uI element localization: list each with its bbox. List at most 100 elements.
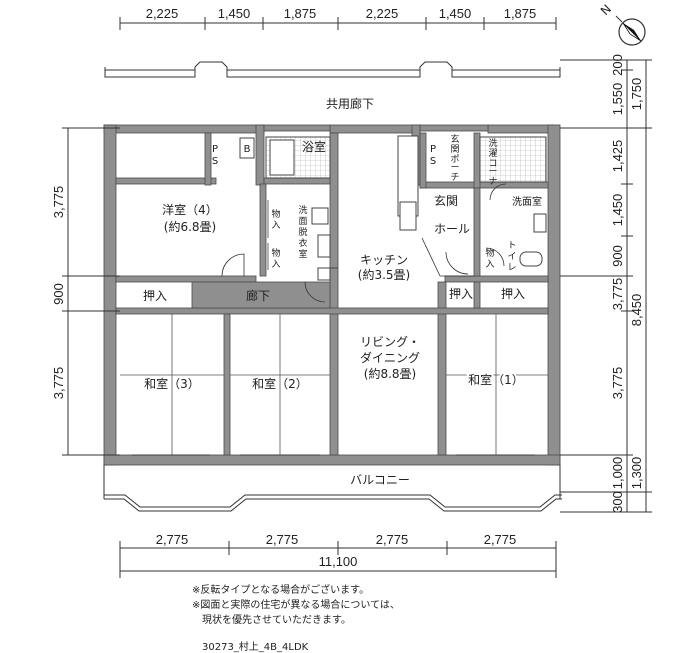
svg-text:ポ: ポ [450, 154, 459, 165]
bathtub [269, 139, 295, 176]
svg-text:物: 物 [485, 247, 494, 259]
kitchen-label: キッチン [360, 253, 408, 267]
b-box-label: B [244, 144, 251, 155]
sink-left [311, 207, 329, 225]
left-dim-1: 3,775 [51, 186, 66, 219]
right-outer-dim-3: 1,300 [629, 457, 644, 490]
living-size: (約8.8畳) [364, 366, 416, 381]
top-dim-6: 1,875 [504, 6, 537, 21]
laundry-corner-label: 洗 濯 コ ー ナ [488, 137, 497, 187]
balcony-rail [103, 465, 562, 512]
top-dim-1: 2,225 [146, 6, 179, 21]
western-room-label: 洋室（4） [162, 202, 218, 217]
top-dim-5: 1,450 [439, 6, 472, 21]
right-outer-dim-2: 8,450 [629, 294, 644, 327]
right-dim-2: 1,550 [610, 83, 625, 116]
right-dim-3: 1,425 [610, 140, 625, 173]
western-room-size: (約6.8畳) [164, 219, 216, 234]
hall-label: ホール [434, 222, 470, 236]
plan-code: 30273_村上_4B_4LDK [202, 642, 309, 653]
left-dimensions: 3,775 900 3,775 [51, 127, 120, 456]
right-dim-4: 1,450 [610, 194, 625, 227]
right-dim-5: 900 [610, 245, 625, 267]
svg-text:面: 面 [298, 216, 307, 227]
svg-text:入: 入 [271, 259, 280, 270]
svg-text:入: 入 [485, 259, 494, 270]
bath-label: 浴室 [302, 139, 326, 154]
entrance-label: 玄関 [434, 193, 458, 208]
washer-left [317, 234, 331, 258]
top-dim-3: 1,875 [284, 6, 317, 21]
laundry-tiles [479, 136, 547, 183]
storage-a-label: 物 入 [271, 208, 280, 231]
jroom-3-label: 和室（3） [144, 376, 200, 391]
svg-text:ナ: ナ [488, 176, 497, 187]
jroom-1-label: 和室（1） [468, 372, 524, 387]
bottom-dim-4: 2,775 [484, 532, 517, 547]
toilet-bowl [519, 251, 543, 267]
balcony-label: バルコニー [350, 473, 410, 487]
right-dim-9: 300 [610, 491, 625, 513]
right-dimensions: 200 1,550 1,425 1,450 900 3,775 3,775 1,… [560, 54, 652, 513]
corridor-handrail [104, 61, 561, 78]
bottom-dim-2: 2,775 [266, 532, 299, 547]
svg-text:脱: 脱 [298, 226, 307, 238]
tatami-lines [120, 314, 548, 455]
left-dim-2: 900 [51, 283, 66, 305]
right-dim-7: 3,775 [610, 367, 625, 400]
svg-text:ー: ー [488, 167, 497, 177]
storage-b-label: 物 入 [271, 247, 280, 270]
svg-text:物: 物 [271, 208, 280, 220]
bottom-dimensions: 2,775 2,775 2,775 2,775 11,100 [119, 532, 557, 578]
right-dim-1: 200 [610, 54, 625, 76]
svg-text:玄: 玄 [450, 133, 459, 145]
svg-text:関: 関 [450, 144, 459, 155]
svg-text:濯: 濯 [488, 148, 497, 159]
svg-text:物: 物 [271, 247, 280, 259]
svg-text:ト: ト [507, 241, 516, 251]
wash-room-2-label: 洗面室 [512, 195, 542, 208]
svg-text:入: 入 [271, 220, 280, 231]
note-line-3: 現状を優先させていただきます。 [192, 615, 351, 626]
storage-c-label: 物 入 [485, 247, 494, 270]
svg-text:レ: レ [507, 263, 516, 273]
entrance-porch-label: 玄 関 ポ ー チ [450, 133, 459, 183]
svg-text:洗: 洗 [298, 204, 307, 216]
svg-text:イ: イ [507, 252, 516, 262]
ps-right-p: P [430, 144, 436, 155]
sink-right [533, 213, 547, 233]
closet-1-label: 押入 [143, 289, 167, 303]
ps-left-s: S [212, 156, 218, 167]
left-dim-3: 3,775 [51, 367, 66, 400]
hallway-label: 廊下 [246, 288, 270, 303]
walls [103, 124, 561, 466]
svg-text:ー: ー [450, 163, 459, 173]
door-swings [221, 183, 507, 303]
bottom-dim-1: 2,775 [156, 532, 189, 547]
toilet-label: ト イ レ [507, 241, 516, 273]
jroom-2-label: 和室（2） [252, 376, 308, 391]
north-compass-icon [615, 15, 646, 46]
top-dimensions: 2,225 1,450 1,875 2,225 1,450 1,875 [119, 6, 557, 30]
right-dim-6: 3,775 [610, 278, 625, 311]
closet-3-label: 押入 [501, 287, 525, 301]
kitchen-sink [399, 201, 417, 231]
svg-text:コ: コ [488, 159, 497, 169]
compass-n-label: N [598, 2, 614, 18]
svg-text:衣: 衣 [298, 237, 307, 249]
note-line-2: ※図面と実際の住宅が異なる場合については、 [192, 600, 400, 611]
ps-left-p: P [212, 144, 218, 155]
svg-text:室: 室 [298, 248, 307, 260]
closet-2-label: 押入 [449, 287, 473, 301]
kitchen-size: (約3.5畳) [358, 267, 410, 282]
pillar [317, 267, 331, 281]
living-label-2: ダイニング [360, 350, 420, 365]
svg-text:洗: 洗 [488, 137, 497, 149]
svg-text:チ: チ [450, 172, 459, 183]
b-box [239, 137, 255, 159]
note-line-1: ※反転タイプとなる場合がございます。 [192, 585, 370, 596]
washroom-label: 洗 面 脱 衣 室 [298, 204, 307, 260]
top-dim-2: 1,450 [218, 6, 251, 21]
bottom-total-dim: 11,100 [319, 554, 358, 569]
